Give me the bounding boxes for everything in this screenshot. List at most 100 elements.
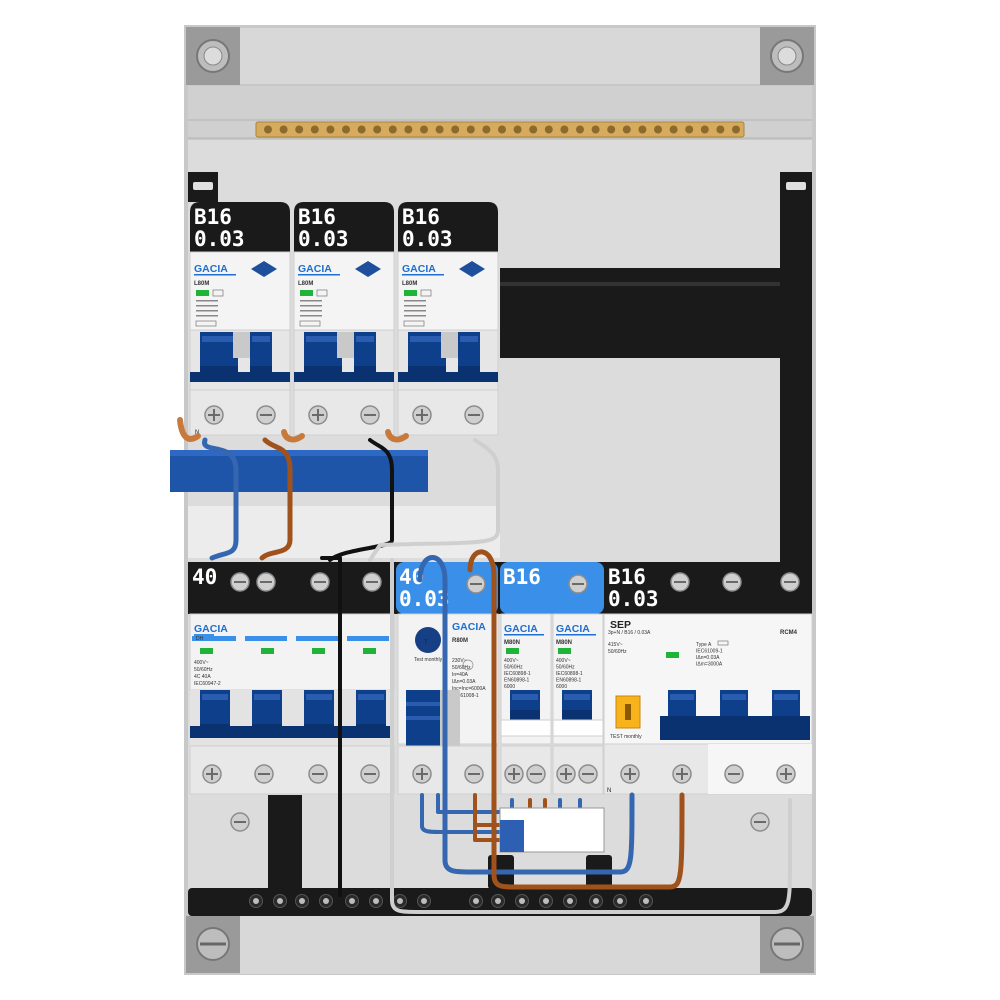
toggle-left bbox=[304, 332, 342, 376]
mounting-screw bbox=[230, 812, 250, 832]
status-indicator bbox=[404, 290, 417, 296]
busbar-hole bbox=[622, 125, 631, 134]
terminal-screw bbox=[578, 764, 598, 784]
cap-screw bbox=[780, 572, 800, 592]
busbar-hole bbox=[544, 125, 553, 134]
cap-screw bbox=[362, 572, 382, 592]
busbar-hole bbox=[373, 125, 382, 134]
rcbo-spec: 50/60Hz bbox=[608, 649, 627, 655]
terminal-screw bbox=[308, 764, 328, 784]
toggle-left bbox=[200, 332, 238, 376]
terminal-screw bbox=[504, 764, 524, 784]
terminal-screw bbox=[204, 405, 224, 425]
busbar-hole bbox=[513, 125, 522, 134]
wire-grey-top bbox=[368, 438, 500, 562]
corner-screw-bottom-left bbox=[186, 916, 240, 973]
brand-logo-icon bbox=[251, 261, 277, 277]
rcd-spec: IEC61008-1 bbox=[452, 693, 479, 699]
terminal-screw bbox=[620, 764, 640, 784]
cap-screw bbox=[568, 574, 588, 594]
toggle-left bbox=[408, 332, 446, 376]
terminal-screw bbox=[202, 764, 222, 784]
rcd-test-label: Test monthly bbox=[414, 657, 443, 663]
busbar-hole bbox=[669, 125, 678, 134]
busbar-hole bbox=[716, 125, 725, 134]
isolator-brand: GACIA bbox=[194, 623, 228, 635]
terminal-block bbox=[397, 745, 499, 795]
rating-label-0: B16 bbox=[402, 205, 440, 229]
busbar-hole bbox=[420, 125, 428, 134]
busbar-hole bbox=[685, 125, 694, 134]
busbar-hole bbox=[482, 125, 491, 134]
status-indicator bbox=[196, 290, 209, 296]
wire-grey-long bbox=[390, 558, 792, 914]
mcb-spec: EN60898-1 bbox=[556, 678, 582, 684]
copper-lug bbox=[385, 429, 409, 443]
terminal-screw bbox=[556, 764, 576, 784]
mcb-1: GACIAM80N400V~50/60HzIEC60898-1EN60898-1… bbox=[500, 613, 552, 795]
mcb-rating: B16 bbox=[503, 565, 541, 589]
top-row-rcbos: B160.03GACIAL80MNB160.03GACIAL80MB160.03… bbox=[177, 202, 499, 443]
rcbo-brand: SEP bbox=[610, 619, 631, 631]
status-indicator bbox=[506, 648, 519, 654]
status-indicator bbox=[200, 648, 213, 654]
device-face bbox=[189, 613, 395, 691]
test-button-icon bbox=[625, 704, 631, 720]
comb-busbar bbox=[170, 450, 428, 492]
busbar-hole bbox=[310, 125, 319, 134]
test-button bbox=[615, 695, 641, 729]
corner-screw-top-left bbox=[186, 27, 240, 85]
rcbo-handle-bar bbox=[660, 716, 810, 740]
terminal-screw bbox=[672, 764, 692, 784]
busbar-hole bbox=[404, 125, 413, 134]
rcm-model: RCM4 bbox=[780, 630, 798, 636]
neutral-mark: N bbox=[607, 788, 611, 794]
busbar-hole bbox=[576, 125, 584, 134]
rcd-spec: Inc=Inc=6000A bbox=[452, 686, 486, 692]
rcd-brand: GACIA bbox=[452, 621, 486, 633]
terminal-screw bbox=[360, 405, 380, 425]
rating-label-1: 0.03 bbox=[402, 227, 453, 251]
model-label: L80M bbox=[402, 281, 417, 287]
mcb-spec: 50/60Hz bbox=[504, 665, 523, 671]
mcb-spec: 400V~ bbox=[504, 658, 519, 664]
neutral-bar-vertical bbox=[268, 795, 302, 890]
neutral-terminal-screws bbox=[249, 894, 653, 908]
model-label: L80M bbox=[194, 281, 209, 287]
busbar-hole bbox=[466, 125, 475, 134]
terminal-screw bbox=[776, 764, 796, 784]
mcb-brand: GACIA bbox=[504, 623, 538, 635]
terminal-screw bbox=[254, 764, 274, 784]
busbar-hole bbox=[638, 125, 647, 134]
rating-label-0: B16 bbox=[298, 205, 336, 229]
rcbo-model: 3p+N / B16 / 0.03A bbox=[608, 630, 651, 636]
wire-blue-rcd-in bbox=[417, 555, 635, 875]
terminal-screw bbox=[256, 405, 276, 425]
bottom-cover bbox=[240, 916, 760, 974]
cap-screw bbox=[256, 572, 276, 592]
busbar-hole bbox=[498, 125, 506, 134]
cap-screw bbox=[230, 572, 250, 592]
brand-label: GACIA bbox=[194, 263, 228, 275]
busbar-hole bbox=[700, 125, 709, 134]
isolator-spec: 400V~ bbox=[194, 660, 209, 666]
cap-screw bbox=[310, 572, 330, 592]
busbar-hole bbox=[357, 125, 366, 134]
busbar-hole bbox=[451, 125, 460, 134]
rating-label-0: B16 bbox=[194, 205, 232, 229]
wire-black-top bbox=[328, 438, 394, 562]
wire-blue-rcd-out-2 bbox=[436, 793, 562, 814]
mcb-brand: GACIA bbox=[556, 623, 590, 635]
cap-screw bbox=[466, 574, 486, 594]
din-rail-right bbox=[500, 268, 812, 358]
busbar-hole bbox=[279, 125, 288, 134]
terminal-screw bbox=[412, 405, 432, 425]
brand-label: GACIA bbox=[402, 263, 436, 275]
mcb-spec: 400V~ bbox=[556, 658, 571, 664]
terminal-block bbox=[189, 745, 395, 795]
mcb-spec: 50/60Hz bbox=[556, 665, 575, 671]
